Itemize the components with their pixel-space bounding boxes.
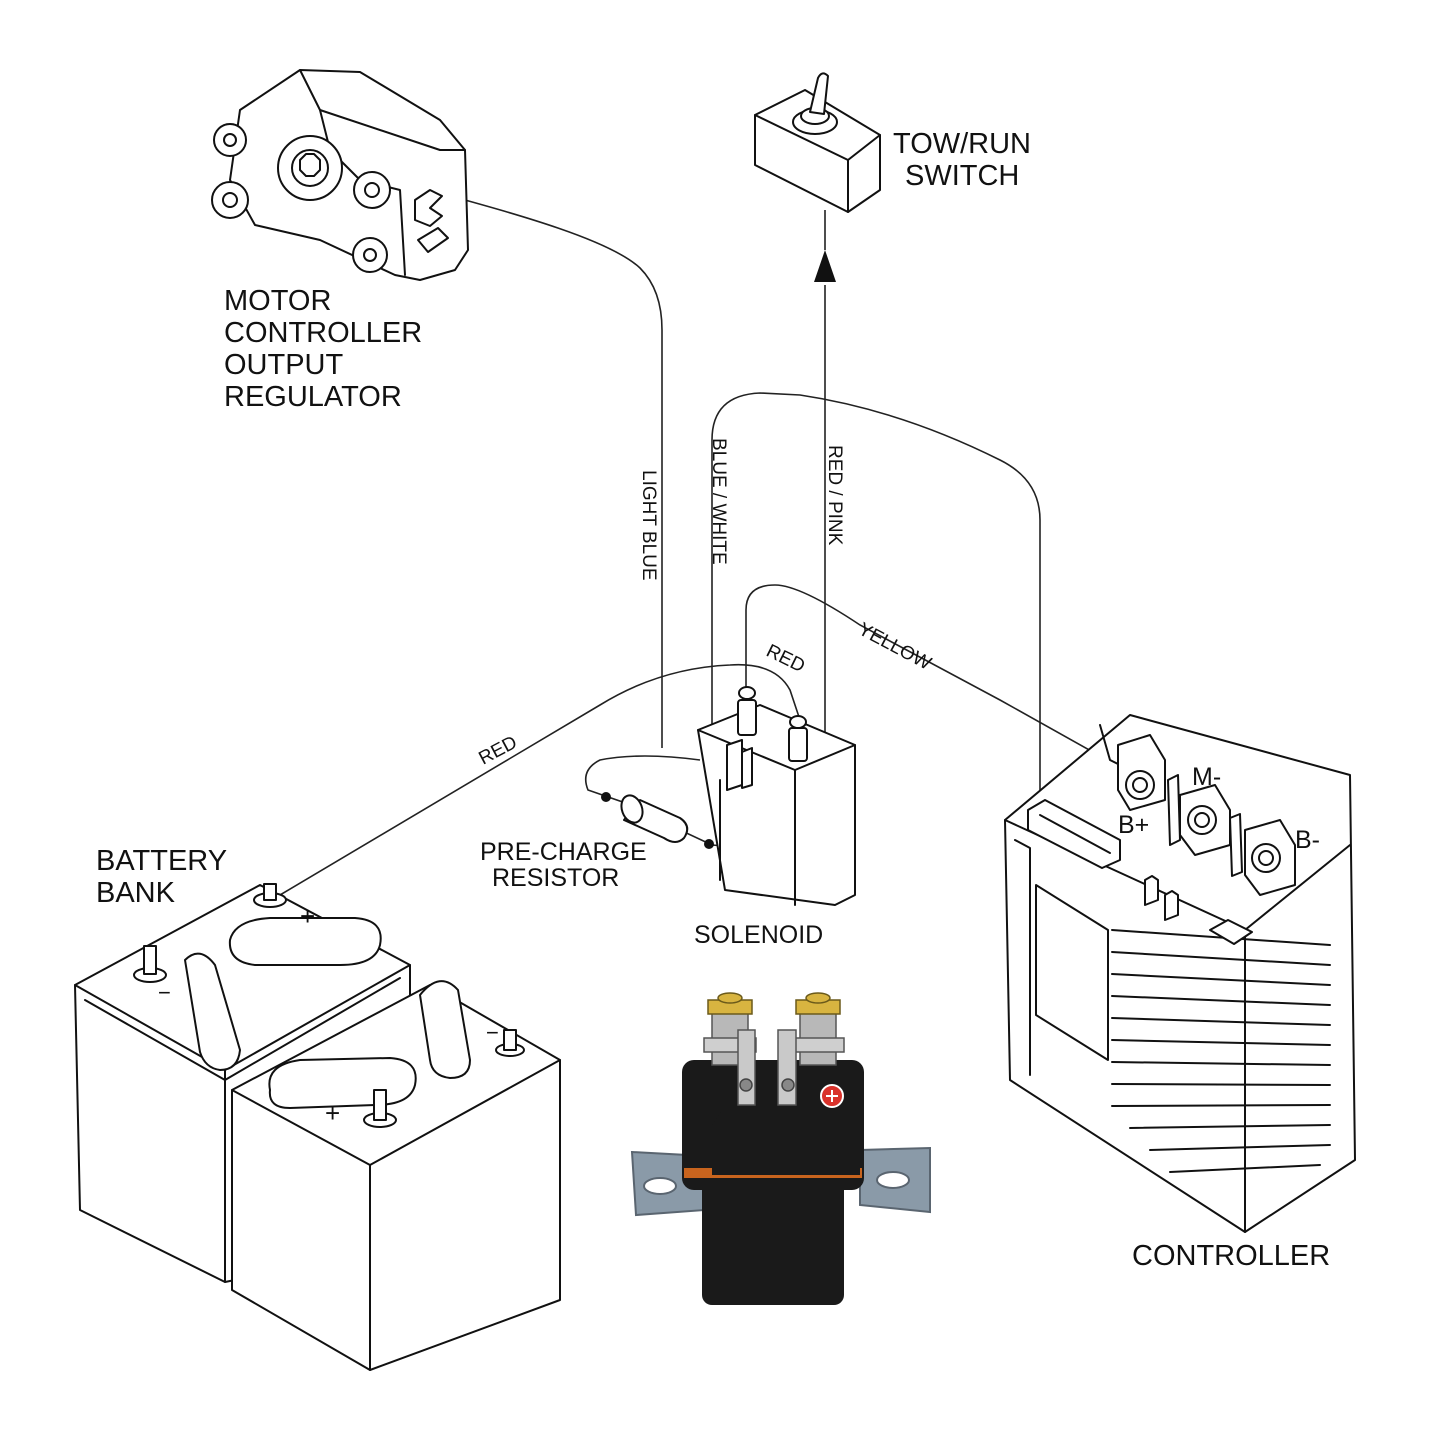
controller-dip-switch: [1209, 919, 1253, 945]
label-b-plus: B+: [1118, 811, 1149, 839]
wire-red-pink: [814, 210, 836, 735]
tow-run-switch: [754, 72, 881, 213]
battery-bank: + + − −: [74, 883, 561, 1371]
label-pre-charge-2: RESISTOR: [492, 864, 619, 892]
arrow-up-icon: [814, 250, 836, 282]
controller-terminal-b-plus: [1117, 734, 1166, 811]
battery-plus-sign-2: +: [325, 1098, 340, 1128]
battery-right: [231, 980, 561, 1371]
positive-terminal-badge-icon: [820, 1084, 844, 1108]
wire-light-blue: [435, 191, 663, 748]
controller-terminal-m-minus: [1179, 784, 1231, 856]
label-battery-bank-1: BATTERY: [96, 845, 227, 877]
wire-label-blue-white: BLUE / WHITE: [708, 438, 729, 565]
label-motor-controller-regulator-1: MOTOR: [224, 285, 331, 317]
label-motor-controller-regulator-2: CONTROLLER: [224, 317, 422, 349]
label-tow-run-switch-1: TOW/RUN: [893, 128, 1031, 160]
wire-yellow: [745, 584, 1126, 771]
solenoid-photo-spade-tabs: [737, 1029, 797, 1106]
label-pre-charge-1: PRE-CHARGE: [480, 838, 647, 866]
solenoid-photo-stud-right: [791, 992, 845, 1066]
controller-connector-strip: [1027, 799, 1121, 869]
label-controller: CONTROLLER: [1132, 1240, 1330, 1272]
label-motor-controller-regulator-4: REGULATOR: [224, 381, 402, 413]
label-solenoid: SOLENOID: [694, 921, 823, 949]
label-motor-controller-regulator-3: OUTPUT: [224, 349, 344, 381]
wire-red-battery: [279, 663, 801, 896]
label-b-minus: B-: [1295, 826, 1320, 854]
label-battery-bank-2: BANK: [96, 877, 176, 909]
label-tow-run-switch-2: SWITCH: [905, 160, 1019, 192]
wire-label-red-upper: RED: [763, 641, 808, 677]
battery-minus-sign-2: −: [486, 1020, 499, 1045]
regulator-mount-posts: [211, 123, 391, 273]
solenoid-drawing: [697, 686, 856, 906]
label-m-minus: M-: [1192, 763, 1221, 791]
battery-plus-sign-1: +: [300, 901, 315, 931]
controller: [1004, 714, 1356, 1233]
solenoid-photo: [630, 992, 931, 1305]
solenoid-terminal-left: [737, 686, 757, 736]
controller-spade-terminals: [1144, 875, 1179, 921]
motor-controller-output-regulator: [211, 69, 469, 281]
wire-label-red-pink: RED / PINK: [824, 445, 845, 546]
wire-label-red-lower: RED: [475, 732, 520, 769]
solenoid-terminal-right: [788, 715, 808, 762]
wire-label-light-blue: LIGHT BLUE: [638, 470, 659, 581]
pre-charge-resistor: [620, 794, 689, 843]
controller-terminal-b-minus: [1244, 819, 1296, 896]
battery-minus-sign-1: −: [158, 980, 171, 1005]
wire-blue-white: [711, 392, 1041, 815]
wire-label-yellow: YELLOW: [855, 619, 935, 675]
